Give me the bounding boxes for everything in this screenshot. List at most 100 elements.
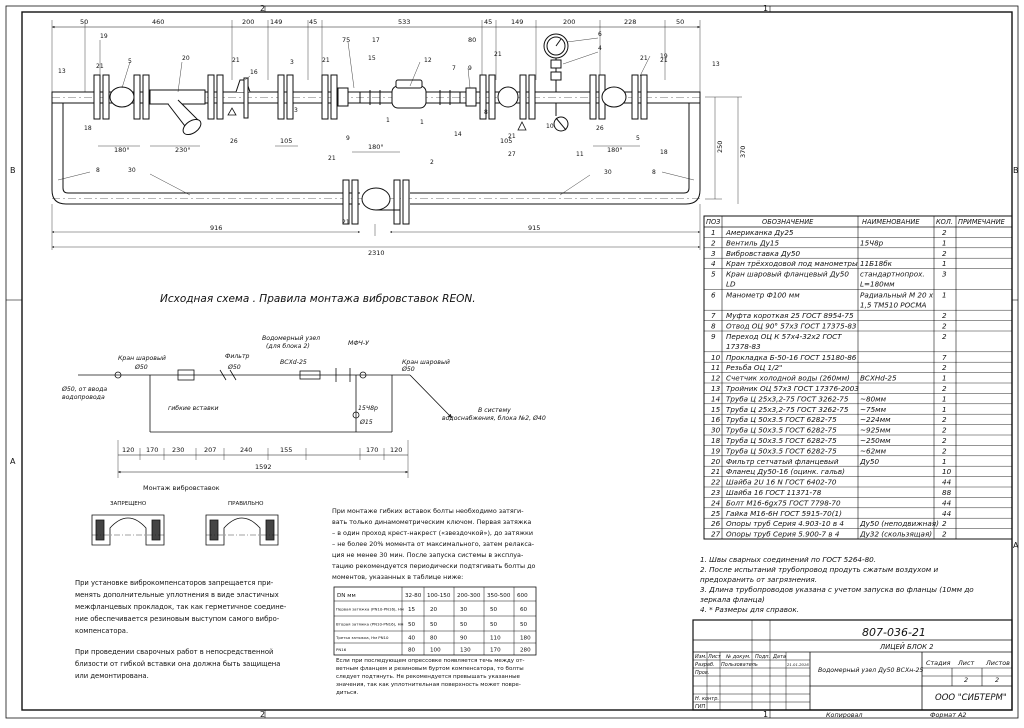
callout-number: 26 bbox=[230, 138, 238, 145]
spec-pos: 22 bbox=[711, 478, 721, 487]
callout-number: 20 bbox=[182, 55, 190, 62]
outlet-label: В систему bbox=[478, 407, 511, 414]
spec-pos: 26 bbox=[711, 519, 721, 528]
role-label: ГИП bbox=[695, 704, 706, 710]
zone-top-1: 1 bbox=[763, 4, 768, 13]
callout-number: 21 bbox=[328, 155, 336, 162]
spec-qty: 2 bbox=[942, 228, 947, 237]
valve15-d: Ø15 bbox=[359, 418, 373, 426]
spec-pos: 16 bbox=[711, 415, 721, 424]
note-line: При установке виброкомпенсаторов запреща… bbox=[75, 579, 274, 587]
developer-date: 21.01.2016 bbox=[787, 662, 809, 667]
spec-pos: 9 bbox=[711, 332, 716, 341]
dim-label: 149 bbox=[511, 18, 523, 26]
spec-pos: 19 bbox=[711, 446, 721, 455]
spec-designation: Отвод ОЦ 90° 57х3 ГОСТ 17375-83 bbox=[726, 322, 857, 331]
dim-label: 230° bbox=[175, 146, 191, 154]
spec-qty: 2 bbox=[942, 415, 947, 424]
spec-pos: 20 bbox=[711, 457, 721, 466]
callout-number: 21 bbox=[322, 57, 330, 64]
dim-label: 2310 bbox=[368, 249, 385, 257]
spec-pos: 15 bbox=[711, 405, 721, 414]
callout-number: 7 bbox=[452, 65, 456, 72]
torque-value: 50 bbox=[460, 622, 468, 628]
block-name: ЛИЦЕЙ БЛОК 2 bbox=[879, 642, 933, 651]
note-line: ние обеспечивается резиновым выступом са… bbox=[75, 615, 280, 623]
spec-designation: Муфта короткая 25 ГОСТ 8954-75 bbox=[726, 311, 854, 320]
torque-row-label: Первая затяжка (PN10-PN16), Нм bbox=[336, 607, 404, 612]
callout-number: 15 bbox=[368, 55, 376, 62]
scheme-total: 1592 bbox=[255, 463, 272, 471]
dim-label: 50 bbox=[676, 18, 684, 26]
inlet-label: Ø50, от ввода bbox=[61, 385, 107, 393]
drawing-code: 807-036-21 bbox=[862, 626, 926, 639]
installation-scheme bbox=[78, 368, 453, 546]
callout-number: 30 bbox=[128, 167, 136, 174]
spec-designation: Счетчик холодной воды (260мм) bbox=[726, 374, 850, 383]
col-header: № докум. bbox=[725, 654, 751, 660]
spec-designation: Резьба ОЦ 1/2" bbox=[726, 363, 782, 372]
callout-number: 9 bbox=[468, 65, 472, 72]
callout-number: 26 bbox=[596, 125, 604, 132]
callout-number: 19 bbox=[100, 33, 108, 40]
spec-name: ~250мм bbox=[860, 436, 891, 445]
note-line: При монтаже гибких вставок болты необход… bbox=[332, 507, 524, 515]
torque-value: 15 bbox=[408, 607, 416, 613]
callout-number: 21 bbox=[494, 51, 502, 58]
spec-pos: 11 bbox=[711, 363, 720, 372]
spec-designation: Опоры труб Серия 4.903-10 в 4 bbox=[726, 519, 844, 528]
spec-qty: 2 bbox=[942, 530, 947, 539]
general-note: 2. После испытаний трубопровод продуть с… bbox=[700, 565, 939, 574]
dim-label: 915 bbox=[528, 224, 540, 232]
outlet-label-2: водоснабжения, блока №2, Ø40 bbox=[442, 414, 546, 422]
spec-pos: 14 bbox=[711, 394, 721, 403]
sheets-total: 2 bbox=[995, 676, 999, 684]
spec-designation: Шайба 16 ГОСТ 11371-78 bbox=[726, 488, 822, 497]
torque-value: 180 bbox=[520, 636, 531, 642]
col-header: Дата bbox=[772, 654, 786, 660]
sheet-label: Лист bbox=[957, 659, 974, 667]
torque-value: 30 bbox=[460, 607, 468, 613]
node-name: Водомерный узел Ду50 ВСХн-25 bbox=[818, 667, 923, 674]
torque-header: DN мм bbox=[337, 593, 356, 599]
dim-label: 250 bbox=[716, 141, 724, 153]
torque-value: 50 bbox=[430, 622, 438, 628]
torque-value: 90 bbox=[460, 636, 468, 642]
dim-label: 105 bbox=[500, 137, 512, 145]
spec-name: Ду32 (скользящая) bbox=[859, 530, 932, 539]
zone-bottom-1: 1 bbox=[763, 710, 768, 719]
dim-label: 45 bbox=[484, 18, 492, 26]
spec-pos: 23 bbox=[711, 488, 721, 497]
water-node-label: Водомерный узел bbox=[262, 335, 320, 342]
spec-designation: Кран трёхходовой под манометры bbox=[726, 259, 858, 268]
torque-value: 280 bbox=[520, 648, 531, 654]
callout-number: 12 bbox=[424, 57, 432, 64]
spec-designation: LD bbox=[726, 280, 736, 289]
callout-number: 1 bbox=[420, 119, 424, 126]
spec-qty: 1 bbox=[942, 374, 947, 383]
callout-number: 5 bbox=[636, 135, 640, 142]
top-dimension-labels: 50 460 200 149 45 533 45 149 200 228 50 … bbox=[80, 18, 747, 257]
spec-header: ОБОЗНАЧЕНИЕ bbox=[762, 218, 814, 226]
general-note: 4. * Размеры для справок. bbox=[700, 605, 799, 614]
spec-pos: 27 bbox=[711, 530, 721, 539]
dim-label: 149 bbox=[270, 18, 282, 26]
title-block bbox=[692, 619, 1013, 711]
role-label: Пров. bbox=[695, 670, 710, 676]
dim-label: 45 bbox=[309, 18, 317, 26]
callout-number: 21 bbox=[232, 57, 240, 64]
dim-label: 50 bbox=[80, 18, 88, 26]
callout-number: 30 bbox=[604, 169, 612, 176]
spec-qty: 2 bbox=[942, 436, 947, 445]
spec-name: 11Б18бк bbox=[860, 259, 893, 268]
dim-label: 228 bbox=[624, 18, 636, 26]
spec-designation: Шайба 2U 16 N ГОСТ 6402-70 bbox=[726, 478, 837, 487]
scheme-dim: 170 bbox=[146, 446, 158, 454]
spec-qty: 1 bbox=[942, 259, 947, 268]
callout-number: 3 bbox=[290, 59, 294, 66]
scheme-dim: 170 bbox=[366, 446, 378, 454]
filter-d: Ø50 bbox=[227, 363, 241, 371]
valve15-label: 15Ч8р bbox=[358, 405, 378, 412]
